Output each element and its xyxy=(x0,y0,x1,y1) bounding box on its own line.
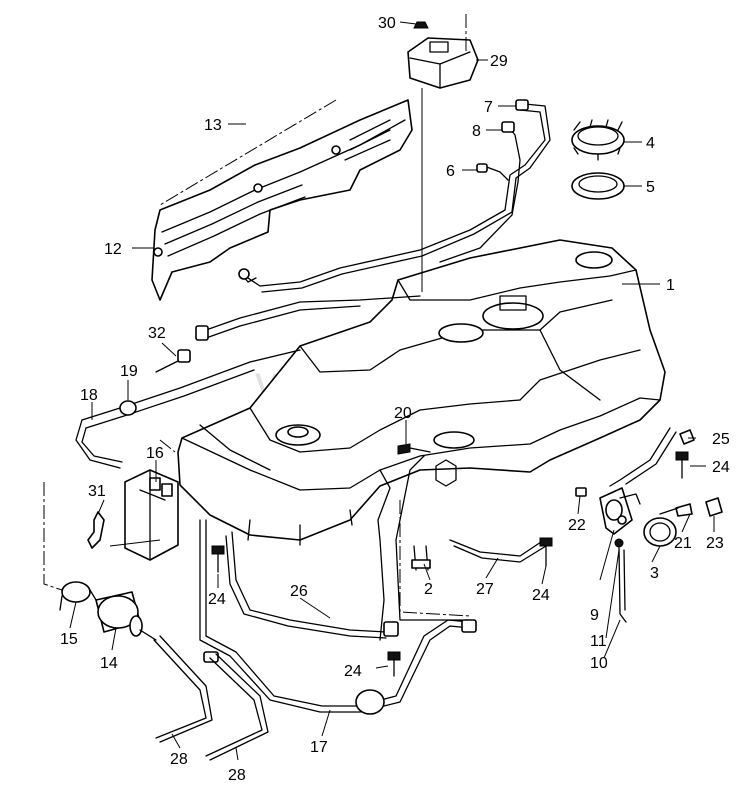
part-labels: 1 2 3 4 5 6 7 8 9 10 11 12 13 14 15 16 1… xyxy=(60,15,730,784)
drain-rod xyxy=(614,538,627,623)
label-10: 10 xyxy=(590,655,608,672)
label-24c: 24 xyxy=(344,663,362,680)
label-30: 30 xyxy=(378,15,396,32)
nut xyxy=(413,21,429,29)
label-28b: 28 xyxy=(228,767,246,784)
filter-bracket xyxy=(124,469,179,561)
hose-clip-2 xyxy=(411,545,431,571)
label-8: 8 xyxy=(472,123,481,140)
filter-clamp xyxy=(59,581,97,611)
locking-ring xyxy=(571,119,625,161)
bolt-24a xyxy=(211,545,225,573)
label-28a: 28 xyxy=(170,751,188,768)
label-24d: 24 xyxy=(712,459,730,476)
label-19: 19 xyxy=(120,363,138,380)
label-5: 5 xyxy=(646,179,655,196)
bolt-24c xyxy=(387,651,401,677)
label-7: 7 xyxy=(484,99,493,116)
label-4: 4 xyxy=(646,135,655,152)
fuel-filter xyxy=(95,591,157,641)
small-bolts xyxy=(575,427,723,517)
fuel-cap xyxy=(643,517,677,547)
label-9: 9 xyxy=(590,607,599,624)
label-2: 2 xyxy=(424,581,433,598)
bolt-20 xyxy=(397,443,431,455)
seal xyxy=(571,172,625,200)
label-21: 21 xyxy=(674,535,692,552)
label-16: 16 xyxy=(146,445,164,462)
bolt-24b xyxy=(539,537,553,567)
label-14: 14 xyxy=(100,655,118,672)
label-31: 31 xyxy=(88,483,106,500)
heat-shield xyxy=(151,99,413,301)
label-24a: 24 xyxy=(208,591,226,608)
label-3: 3 xyxy=(650,565,659,582)
leader-lines xyxy=(69,21,715,761)
label-29: 29 xyxy=(490,53,508,70)
label-18: 18 xyxy=(80,387,98,404)
feed-lines xyxy=(75,295,421,469)
brake-lines xyxy=(153,455,547,761)
label-27: 27 xyxy=(476,581,494,598)
label-20: 20 xyxy=(394,405,412,422)
clip xyxy=(87,511,105,549)
label-15: 15 xyxy=(60,631,78,648)
bracket xyxy=(407,37,479,292)
label-17: 17 xyxy=(310,739,328,756)
label-32: 32 xyxy=(148,325,166,342)
bolts xyxy=(211,443,689,677)
label-26: 26 xyxy=(290,583,308,600)
label-13: 13 xyxy=(204,117,222,134)
label-22: 22 xyxy=(568,517,586,534)
fuel-tank xyxy=(177,239,666,546)
filler-neck xyxy=(599,487,641,535)
label-11: 11 xyxy=(590,633,607,650)
vent-lines xyxy=(238,99,551,293)
label-23: 23 xyxy=(706,535,724,552)
bolt-24d xyxy=(675,451,689,479)
label-1: 1 xyxy=(666,277,675,294)
label-12: 12 xyxy=(104,241,122,258)
label-24b: 24 xyxy=(532,587,550,604)
label-6: 6 xyxy=(446,163,455,180)
label-25: 25 xyxy=(712,431,730,448)
guide-lines xyxy=(43,14,471,617)
